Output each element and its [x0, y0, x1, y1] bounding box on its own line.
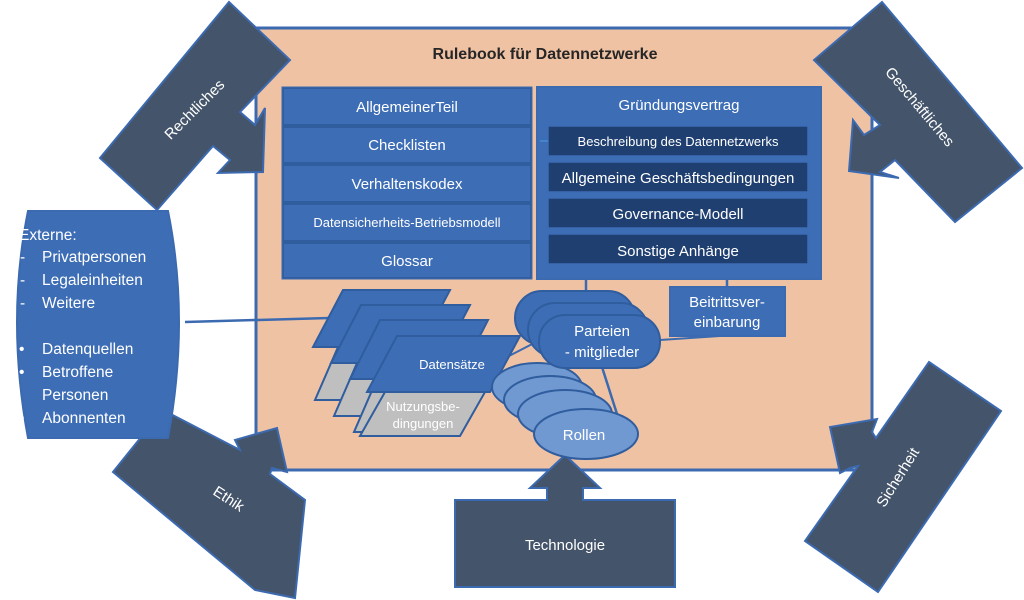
left-item-label: AllgemeinerTeil [356, 99, 458, 116]
nutzung-line2: dingungen [393, 416, 454, 431]
right-item-beschreibung[interactable]: Beschreibung des Datennetzwerks [547, 125, 809, 157]
right-item-label: Sonstige Anhänge [617, 243, 739, 260]
arrow-technologie-shape [454, 453, 676, 588]
externe-box[interactable]: Externe: - Privatpersonen - Legaleinheit… [16, 210, 180, 439]
right-item-agb[interactable]: Allgemeine Geschäftsbedingungen [547, 161, 809, 193]
right-item-label: Beschreibung des Datennetzwerks [578, 134, 779, 149]
datensaetze-shape [365, 335, 522, 393]
beitritt-line1: Beitrittsver- [689, 294, 765, 311]
connector-parteien-beitritt [659, 335, 721, 341]
left-item-verhaltenskodex[interactable]: Verhaltenskodex [284, 166, 530, 201]
arrow-ethik[interactable]: Ethik [111, 408, 307, 600]
left-item-allgemeiner-teil[interactable]: AllgemeinerTeil [284, 89, 530, 124]
arrow-sicherheit[interactable]: Sicherheit [803, 360, 1003, 594]
right-item-label: Governance-Modell [613, 206, 744, 223]
datensaetze-label: Datensätze [419, 357, 485, 372]
parteien-line2: - mitglieder [565, 344, 639, 361]
right-item-sonstige-anhaenge[interactable]: Sonstige Anhänge [547, 233, 809, 265]
externe-item: Datenquellen [42, 341, 133, 358]
left-item-label: Verhaltenskodex [352, 176, 463, 193]
dash-marker: - [20, 295, 25, 312]
bullet-marker: • [19, 410, 24, 427]
externe-heading: Externe: [19, 227, 77, 244]
left-item-glossar[interactable]: Glossar [284, 244, 530, 277]
parteien-shape [538, 314, 661, 369]
left-item-label: Checklisten [368, 137, 446, 154]
right-item-governance[interactable]: Governance-Modell [547, 197, 809, 229]
rollen-shape [533, 408, 639, 460]
rollen-label: Rollen [563, 427, 606, 444]
arrow-geschaeftliches[interactable]: Geschäftliches [812, 0, 1024, 224]
arrow-technologie[interactable]: Technologie [454, 453, 676, 588]
dash-marker: - [20, 272, 25, 289]
left-item-label: Datensicherheits-Betriebsmodell [313, 215, 500, 230]
right-column: Gründungsvertrag Beschreibung des Datenn… [536, 86, 822, 280]
rulebook-title: Rulebook für Datennetzwerke [433, 46, 658, 63]
externe-item: Betroffene [42, 364, 113, 381]
externe-shape [16, 210, 180, 439]
datensaetze-stack[interactable]: Datensätze Nutzungsbe- dingungen [311, 289, 522, 437]
arrow-sicherheit-shape [803, 360, 1003, 594]
right-column-header: Gründungsvertrag [619, 97, 740, 114]
bullet-marker: • [19, 341, 24, 358]
arrow-rechtliches-shape [98, 0, 292, 212]
right-item-label: Allgemeine Geschäftsbedingungen [562, 170, 795, 187]
nutzung-line1: Nutzungsbe- [386, 399, 460, 414]
externe-item: Privatpersonen [42, 249, 146, 266]
beitrittsvereinbarung-box[interactable]: Beitrittsver- einbarung [669, 286, 786, 337]
connector-parteien-rollen [600, 366, 619, 415]
left-item-label: Glossar [381, 253, 433, 270]
arrow-ethik-shape [111, 408, 307, 600]
arrow-geschaeftliches-shape [812, 0, 1024, 224]
beitritt-line2: einbarung [694, 314, 761, 331]
externe-item: Weitere [42, 295, 95, 312]
left-item-datensicherheits-betriebsmodell[interactable]: Datensicherheits-Betriebsmodell [284, 205, 530, 240]
bullet-marker: • [19, 364, 24, 381]
externe-item: Abonnenten [42, 410, 126, 427]
dash-marker: - [20, 249, 25, 266]
arrow-rechtliches[interactable]: Rechtliches [98, 0, 292, 212]
arrow-technologie-label: Technologie [525, 537, 605, 554]
externe-item: Legaleinheiten [42, 272, 143, 289]
parteien-stack[interactable]: Parteien - mitglieder [514, 290, 661, 369]
parteien-line1: Parteien [574, 323, 630, 340]
rollen-stack[interactable]: Rollen [491, 362, 639, 460]
left-item-checklisten[interactable]: Checklisten [284, 128, 530, 162]
externe-item: Personen [42, 387, 108, 404]
left-column: AllgemeinerTeil Checklisten Verhaltensko… [281, 86, 533, 280]
